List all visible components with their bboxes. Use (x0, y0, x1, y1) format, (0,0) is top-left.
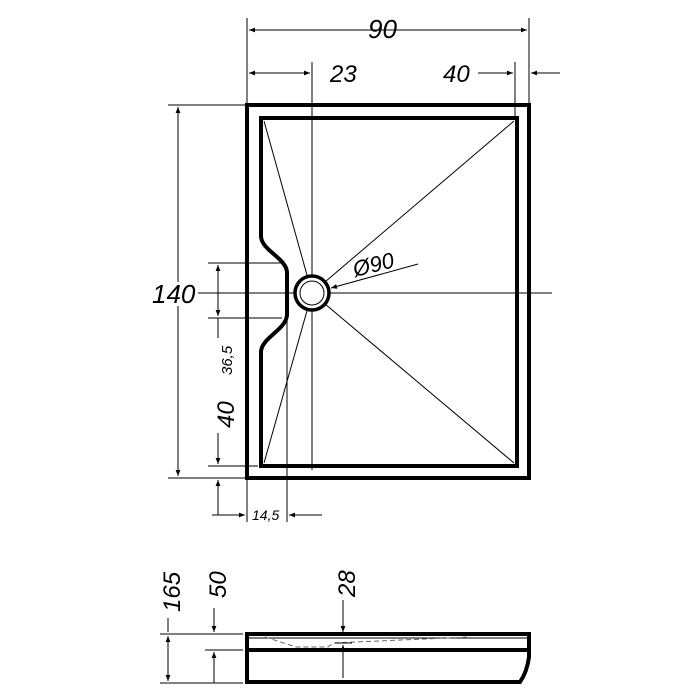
length-label: 140 (152, 279, 196, 309)
diameter-leader (330, 263, 419, 289)
bottom-offset-label: 40 (213, 401, 240, 428)
notch-label: 36,5 (219, 345, 236, 375)
notch-depth-label: 14,5 (252, 507, 279, 523)
plan-view: Ø90 90 23 40 140 36,5 40 (149, 14, 560, 523)
drain-offset-label: 23 (329, 61, 357, 88)
tray-outline (245, 103, 531, 480)
side-profile (245, 632, 531, 684)
side-view: 165 50 28 (159, 570, 531, 684)
drain-icon (293, 274, 331, 312)
rim-height-label: 50 (205, 571, 232, 598)
basin-hidden-line (264, 636, 471, 648)
slope-lines (263, 120, 515, 464)
tray-inner-basin (259, 116, 519, 468)
right-offset-label: 40 (443, 61, 470, 88)
depth-label: 28 (334, 570, 361, 598)
drain-diameter-label: Ø90 (349, 247, 397, 282)
total-height-label: 165 (159, 571, 186, 612)
width-label: 90 (368, 14, 397, 44)
